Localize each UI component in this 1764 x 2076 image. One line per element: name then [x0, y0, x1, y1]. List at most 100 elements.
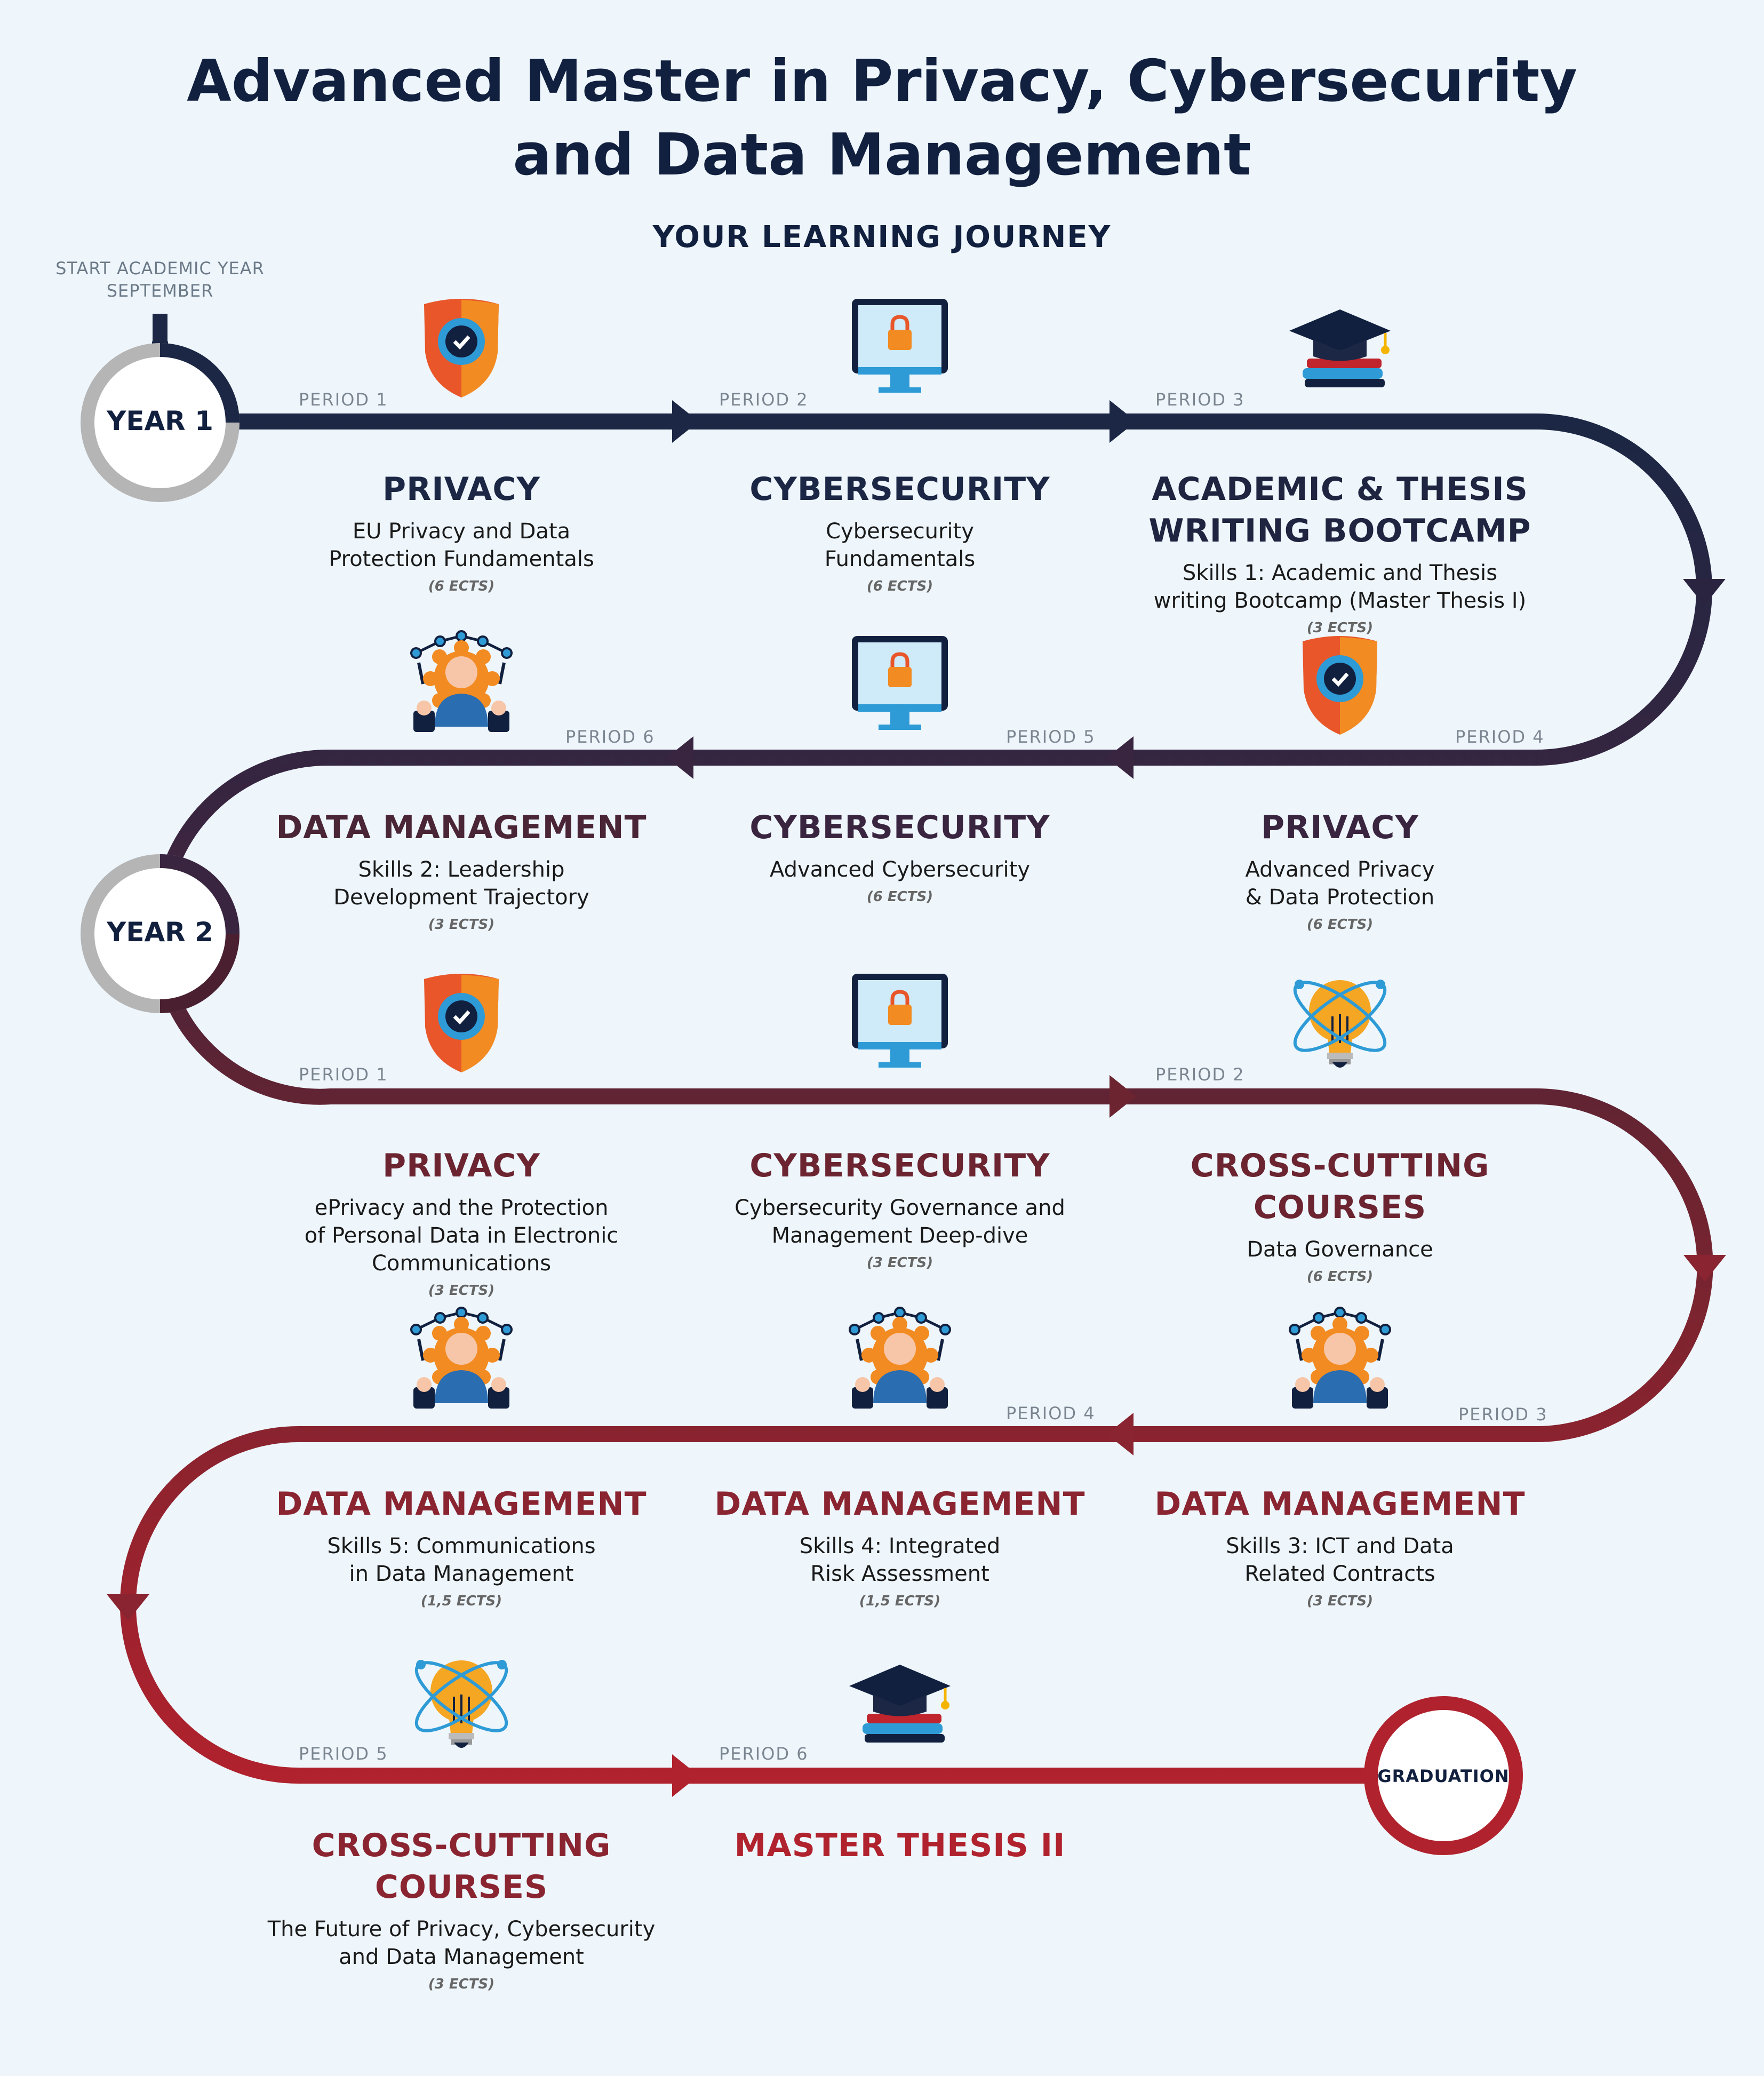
step-heading: PRIVACY	[243, 1145, 680, 1187]
step-heading: PRIVACY	[1121, 807, 1559, 848]
step-block: PRIVACY Advanced Privacy & Data Protection…	[1121, 807, 1559, 933]
graduation-label: GRADUATION	[1377, 1766, 1510, 1786]
step-heading: CYBERSECURITY	[681, 468, 1119, 510]
step-ects: (6 ECTS)	[866, 578, 933, 594]
step-heading-line: COURSES	[1253, 1189, 1427, 1226]
step-description-line: Cybersecurity Governance and	[735, 1196, 1065, 1220]
title-line-1: Advanced Master in Privacy, Cybersecurit…	[187, 48, 1577, 115]
step-description-line: Related Contracts	[1244, 1562, 1435, 1586]
arrow-left	[1107, 1413, 1134, 1455]
step-description-line: & Data Protection	[1245, 885, 1435, 910]
step-heading: DATA MANAGEMENT	[681, 1483, 1119, 1525]
step-description-line: Skills 5: Communications	[327, 1534, 596, 1558]
step-description-line: Advanced Cybersecurity	[769, 857, 1031, 882]
step-ects: (6 ECTS)	[1306, 1269, 1374, 1285]
period-label: PERIOD 3	[1155, 389, 1245, 410]
arrow-down	[107, 1594, 149, 1621]
period-label: PERIOD 2	[719, 389, 809, 410]
step-heading-line: CROSS-CUTTING	[1190, 1147, 1490, 1184]
step-heading: ACADEMIC & THESIS WRITING BOOTCAMP	[1121, 468, 1559, 552]
step-heading: DATA MANAGEMENT	[1121, 1483, 1559, 1525]
step-heading-line: COURSES	[374, 1868, 548, 1906]
year2-circle-arc	[159, 933, 240, 1013]
step-description-line: of Personal Data in Electronic	[304, 1223, 619, 1248]
person-network-icon	[410, 630, 513, 732]
period-label: PERIOD 4	[1006, 1403, 1096, 1423]
period-label: PERIOD 3	[1458, 1404, 1548, 1425]
step-heading-line: WRITING BOOTCAMP	[1148, 512, 1531, 550]
step-description-line: Skills 3: ICT and Data	[1226, 1534, 1454, 1558]
arrow-right	[672, 1754, 699, 1797]
step-description-line: Fundamentals	[824, 547, 976, 571]
step-description-line: Advanced Privacy	[1245, 857, 1435, 882]
arrow-right	[1110, 1075, 1136, 1118]
start-note: START ACADEMIC YEAR SEPTEMBER	[43, 257, 277, 302]
step-heading-line: CYBERSECURITY	[749, 471, 1050, 508]
year1-circle-arc	[159, 343, 240, 423]
step-description-line: The Future of Privacy, Cybersecurity	[267, 1917, 656, 1942]
lightbulb-atom-icon	[1293, 980, 1387, 1068]
step-description-line: and Data Management	[339, 1945, 584, 1969]
step-description-line: Risk Assessment	[810, 1562, 989, 1586]
step-description: Data Governance	[1121, 1236, 1559, 1263]
step-heading-line: CROSS-CUTTING	[312, 1827, 611, 1864]
step-heading-line: MASTER THESIS II	[734, 1827, 1066, 1864]
graduation-cap-icon	[849, 1665, 951, 1743]
monitor-lock-icon	[852, 974, 948, 1068]
step-description-line: Data Governance	[1247, 1237, 1433, 1262]
start-note-line-1: START ACADEMIC YEAR	[55, 258, 265, 279]
step-heading-line: PRIVACY	[1261, 809, 1419, 846]
step-ects: (1,5 ECTS)	[859, 1593, 941, 1609]
period-label: PERIOD 5	[1006, 727, 1096, 747]
step-heading: MASTER THESIS II	[681, 1825, 1119, 1866]
period-label: PERIOD 4	[1455, 727, 1545, 747]
step-heading: CYBERSECURITY	[681, 1145, 1119, 1187]
step-block: CROSS-CUTTING COURSES The Future of Privac…	[243, 1825, 680, 1992]
arrow-right	[672, 400, 699, 443]
step-heading-line: ACADEMIC & THESIS	[1152, 471, 1528, 508]
step-heading-line: CYBERSECURITY	[749, 1147, 1050, 1184]
person-network-icon	[410, 1307, 513, 1409]
step-description-line: Communications	[371, 1251, 552, 1276]
lightbulb-atom-icon	[414, 1660, 508, 1748]
shield-icon	[424, 974, 499, 1072]
step-ects: (3 ECTS)	[428, 917, 495, 933]
step-heading-line: PRIVACY	[382, 471, 540, 508]
person-network-icon	[1289, 1307, 1391, 1409]
direction-arrows	[107, 400, 1726, 1797]
arrow-left	[667, 736, 693, 779]
person-network-icon	[849, 1307, 951, 1409]
step-heading-line: DATA MANAGEMENT	[1154, 1485, 1526, 1523]
step-description: Advanced Cybersecurity	[681, 856, 1119, 884]
step-description-line: Protection Fundamentals	[329, 547, 594, 571]
step-description: The Future of Privacy, Cybersecurity and …	[243, 1915, 680, 1971]
monitor-lock-icon	[852, 636, 948, 730]
step-description-line: Skills 1: Academic and Thesis	[1182, 561, 1498, 585]
arrow-left	[1107, 736, 1134, 779]
title-line-2: and Data Management	[513, 122, 1251, 188]
year2-label: YEAR 2	[107, 917, 213, 948]
step-heading: DATA MANAGEMENT	[243, 807, 680, 848]
period-label: PERIOD 1	[299, 389, 388, 410]
step-block: MASTER THESIS II	[681, 1825, 1119, 1866]
step-ects: (1,5 ECTS)	[420, 1593, 502, 1609]
step-ects: (6 ECTS)	[1306, 917, 1374, 933]
step-description-line: Skills 2: Leadership	[358, 857, 565, 882]
step-heading: PRIVACY	[243, 468, 680, 510]
arrow-right	[1110, 400, 1136, 443]
step-ects: (3 ECTS)	[866, 1255, 933, 1271]
